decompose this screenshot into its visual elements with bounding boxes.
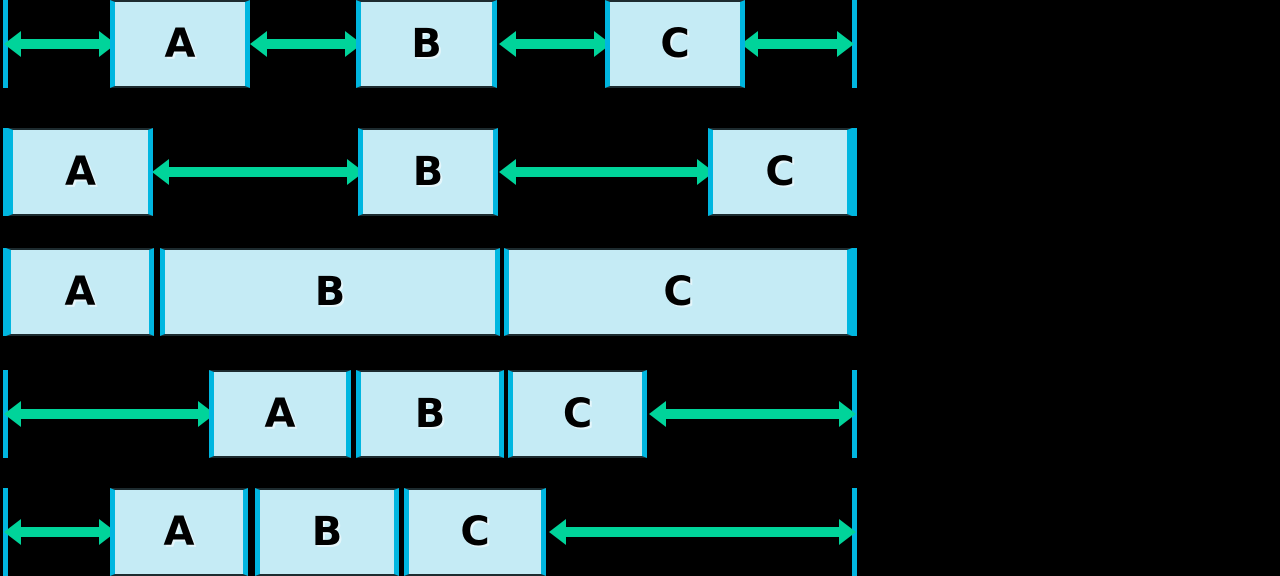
flex-item-label: A <box>65 149 96 195</box>
flex-item-box: C <box>504 248 852 336</box>
spacing-arrow <box>665 409 840 419</box>
flex-item-box: A <box>8 128 153 216</box>
spacing-arrow <box>20 527 100 537</box>
flex-item-box: B <box>356 370 504 458</box>
flex-item-label: A <box>164 21 196 67</box>
spacing-arrow <box>565 527 840 537</box>
flex-item-box: A <box>209 370 351 458</box>
flex-item-label: A <box>64 269 96 315</box>
flex-item-box: C <box>508 370 647 458</box>
container-edge-line <box>852 248 857 336</box>
diagram-row-flex-end: A B C <box>0 370 1280 458</box>
flex-item-label: C <box>660 21 690 67</box>
flex-item-box: B <box>160 248 500 336</box>
flex-item-box: B <box>255 488 399 576</box>
spacing-arrow <box>168 167 348 177</box>
flex-item-label: B <box>314 269 346 315</box>
flex-item-box: B <box>356 0 497 88</box>
container-edge-line <box>3 128 8 216</box>
container-edge-line <box>3 248 8 336</box>
diagram-row-space-around: A B C <box>0 0 1280 88</box>
spacing-arrow <box>515 167 698 177</box>
spacing-arrow <box>266 39 346 49</box>
flex-item-label: B <box>414 391 446 437</box>
container-edge-line <box>852 128 857 216</box>
flex-item-label: C <box>460 509 490 555</box>
container-edge-line <box>852 0 857 88</box>
flex-item-label: B <box>311 509 343 555</box>
flex-item-box: C <box>605 0 745 88</box>
diagram-row-space-between: A B C <box>0 128 1280 216</box>
flex-item-box: C <box>708 128 852 216</box>
spacing-arrow <box>20 409 199 419</box>
flex-item-box: A <box>6 248 154 336</box>
flex-item-box: C <box>404 488 546 576</box>
spacing-arrow <box>757 39 838 49</box>
flex-item-label: B <box>411 21 442 67</box>
flex-item-label: A <box>264 391 296 437</box>
spacing-arrow <box>20 39 100 49</box>
flex-item-box: B <box>358 128 498 216</box>
spacing-arrow <box>515 39 595 49</box>
flex-item-label: C <box>663 269 693 315</box>
flex-item-box: A <box>110 488 248 576</box>
diagram-row-stretch: A B C <box>0 248 1280 336</box>
diagram-row-flex-start-offset: A B C <box>0 488 1280 576</box>
flex-item-label: B <box>412 149 444 195</box>
flex-item-label: A <box>163 509 195 555</box>
flex-item-label: C <box>562 391 593 437</box>
flex-item-box: A <box>110 0 250 88</box>
flex-item-label: C <box>765 149 795 195</box>
